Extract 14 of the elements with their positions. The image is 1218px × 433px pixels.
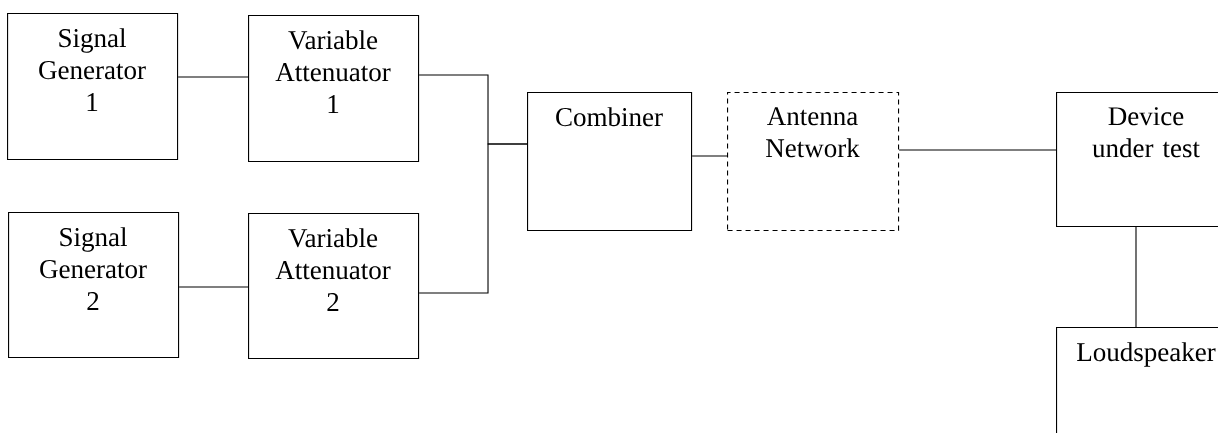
- block-box: Signal Generator 1: [7, 13, 179, 161]
- block-box: Device under test: [1056, 92, 1218, 228]
- connector-line: [178, 286, 249, 288]
- connector-line: [691, 155, 728, 157]
- block-box: Combiner: [527, 92, 693, 232]
- connector-line: [177, 76, 249, 78]
- block-box: Variable Attenuator 1: [248, 15, 420, 163]
- block-box: Signal Generator 2: [8, 212, 180, 359]
- block-box: Loudspeaker: [1056, 327, 1218, 433]
- block-box: Antenna Network: [727, 92, 900, 232]
- connector-line: [1135, 226, 1137, 328]
- block-box: Variable Attenuator 2: [248, 213, 420, 360]
- connector-line: [898, 149, 1057, 151]
- connector-line: [418, 143, 528, 294]
